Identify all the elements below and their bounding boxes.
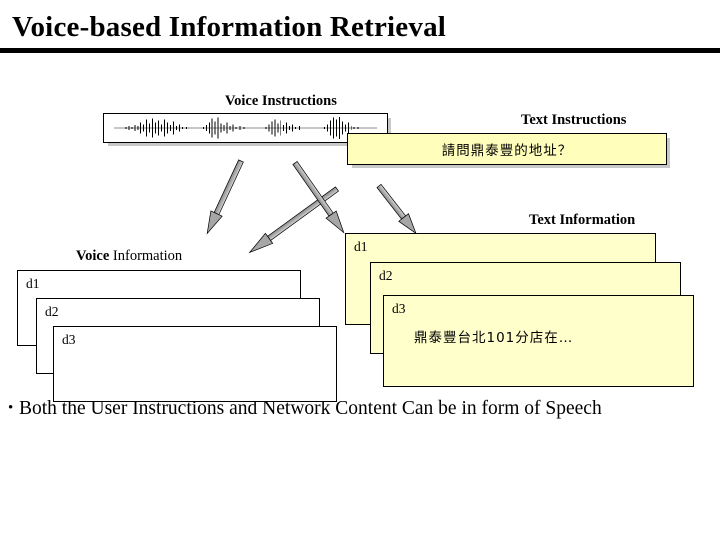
arrow-text-instructions-to-text-information [376,183,417,235]
voice-document-d3-label: d3 [62,332,76,347]
voice-document-d3[interactable]: d3 [53,326,337,402]
arrow-voice-instructions-to-text-information [292,161,345,234]
voice-document-d1-label: d1 [26,276,40,291]
text-instructions-query: 請問鼎泰豐的地址？ [441,143,573,159]
bullet-list: • Both the User Instructions and Network… [8,396,698,421]
voice-information-label-regular: Information [109,248,183,264]
text-instructions-label: Text Instructions [521,112,627,128]
bullet-marker: • [8,400,14,416]
text-instructions-box: 請問鼎泰豐的地址？ [347,133,667,165]
audio-waveform-icon [113,116,378,140]
voice-information-label: Voice Information [76,248,182,265]
page-title: Voice-based Information Retrieval [12,11,447,43]
arrow-voice-instructions-to-voice-information [206,159,244,235]
arrow-text-instructions-to-voice-information [248,186,340,254]
text-information-label: Text Information [529,212,636,228]
text-document-d2-label: d2 [379,268,393,283]
text-document-d3[interactable]: d3 鼎泰豐台北101分店在… [383,295,694,387]
text-document-d3-label: d3 [392,301,406,316]
voice-document-d2-label: d2 [45,304,59,319]
text-document-d3-body: 鼎泰豐台北101分店在… [414,330,574,346]
text-document-d1-label: d1 [354,239,368,254]
title-divider [0,48,720,53]
voice-instructions-waveform-box [103,113,388,143]
bullet-text: Both the User Instructions and Network C… [19,398,602,419]
voice-information-label-bold: Voice [76,248,110,264]
voice-instructions-label: Voice Instructions [225,93,337,109]
